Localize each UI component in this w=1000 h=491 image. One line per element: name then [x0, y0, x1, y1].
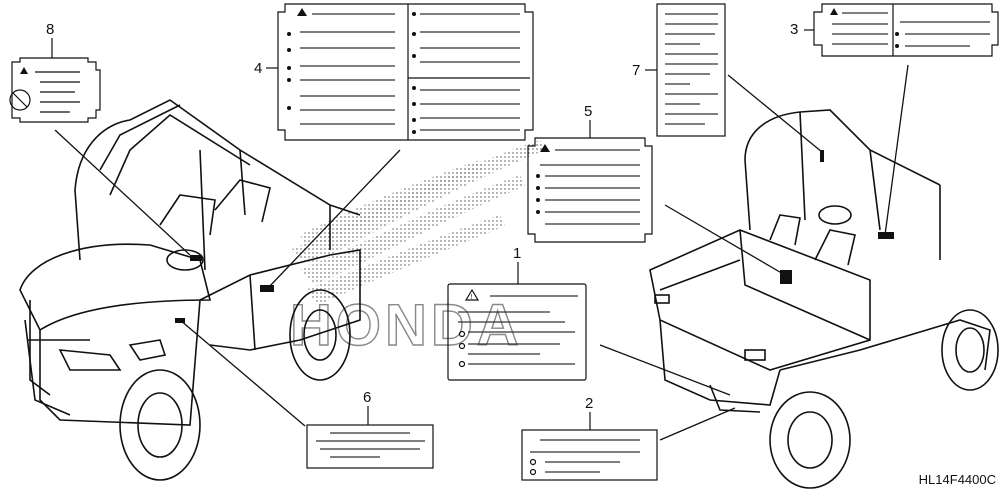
label-7: [656, 3, 726, 137]
label-1: !: [447, 283, 587, 381]
label-2: [521, 429, 658, 481]
vehicle-rear-view: [649, 109, 999, 489]
label-6: [306, 424, 434, 469]
leader-lines: [54, 64, 909, 441]
label-5: [527, 137, 653, 243]
vehicle-front-view: [19, 99, 361, 481]
honda-wing-logo: [290, 140, 545, 305]
callout-6: 6: [363, 389, 372, 406]
callout-1: 1: [513, 245, 522, 262]
callout-4: 4: [254, 60, 263, 77]
honda-watermark: HONDA: [290, 293, 523, 358]
label-spot-3-right: [878, 232, 894, 239]
callout-8: 8: [46, 21, 55, 38]
label-8: [9, 57, 101, 123]
label-spot-8-left: [190, 255, 202, 261]
callout-3: 3: [790, 21, 799, 38]
callout-7: 7: [632, 62, 641, 79]
label-spot-4-left: [260, 285, 274, 292]
label-3: [813, 3, 999, 57]
svg-text:!: !: [471, 294, 473, 301]
diagram-part-code: HL14F4400C: [918, 472, 996, 487]
callout-5: 5: [584, 103, 593, 120]
label-spot-5-right: [780, 270, 792, 284]
label-spot-7-right: [820, 150, 824, 162]
callout-2: 2: [585, 395, 594, 412]
label-4: [277, 3, 534, 141]
